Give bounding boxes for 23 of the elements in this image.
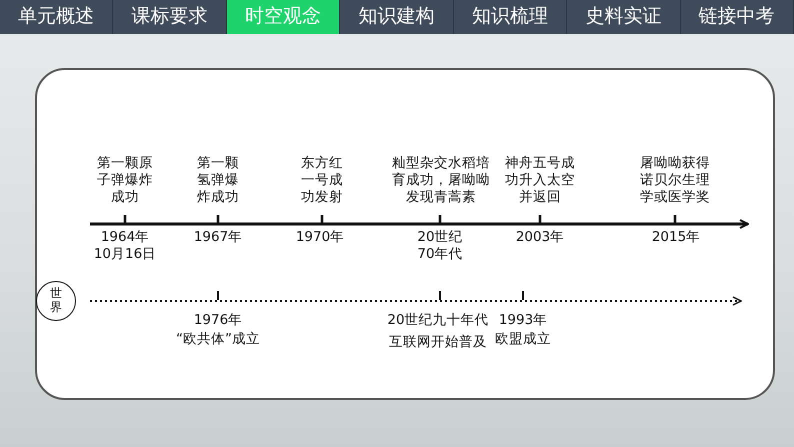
event-text: 籼型杂交水稻培育成功，屠呦呦发现青蒿素 <box>392 155 490 206</box>
date-text: 1967年 <box>192 229 244 246</box>
date-text: 欧盟成立 <box>494 331 552 348</box>
node-label: 世界 <box>50 287 62 315</box>
date-text: “欧共体”成立 <box>175 331 261 348</box>
nav-tab: 时空观念 <box>226 0 340 34</box>
date-text: 互联网开始普及 <box>388 334 488 351</box>
event-text: 屠呦呦获得诺贝尔生理学或医学奖 <box>639 155 711 206</box>
date-text: 20世纪70年代 <box>417 229 463 263</box>
date-text: 10月16日 <box>92 246 158 263</box>
date-text: 2015年 <box>650 229 702 246</box>
date-text: 1976年 <box>192 312 244 329</box>
event-text: 神舟五号成功升入太空并返回 <box>504 155 576 206</box>
date-text: 1993年 <box>498 312 548 329</box>
event-text: 第一颗氢弹爆炸成功 <box>196 155 240 206</box>
nav-tab: 链接中考 <box>680 0 794 34</box>
date-text: 20世纪九十年代 <box>386 312 490 329</box>
event-text: 第一颗原子弹爆炸成功 <box>96 155 154 206</box>
date-text: 1970年 <box>294 229 346 246</box>
nav-tab: 知识梳理 <box>454 0 568 34</box>
date-text: 1964年 <box>100 229 150 246</box>
event-text: 东方红一号成功发射 <box>300 155 344 206</box>
date-text: 2003年 <box>514 229 566 246</box>
